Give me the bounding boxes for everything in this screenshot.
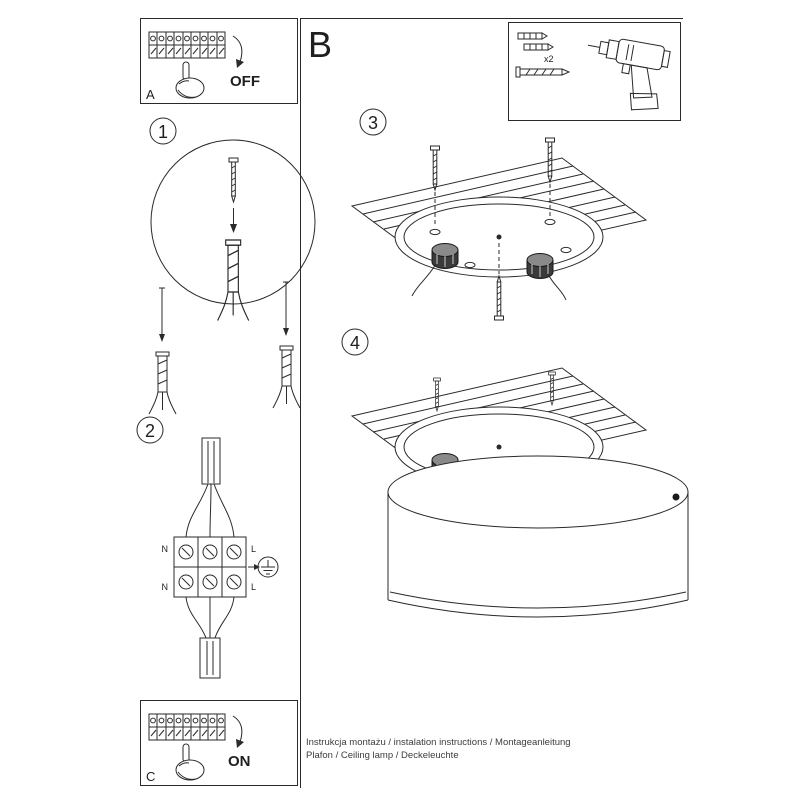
step-1: 1 — [148, 117, 316, 415]
step-3: 3 — [350, 108, 648, 321]
footer-line-1: Instrukcja montażu / instalation instruc… — [306, 737, 571, 748]
frame-lines — [140, 18, 683, 788]
step-3-badge — [359, 108, 387, 136]
earth-symbol-icon — [257, 556, 279, 578]
wire-label-n-bottom: N — [162, 582, 169, 592]
section-b-label: B — [308, 24, 332, 65]
wall-plug-icon — [517, 32, 554, 51]
step-1-number: 1 — [158, 122, 168, 142]
step-4-badge — [341, 328, 369, 356]
step-2: 2 — [136, 416, 279, 679]
lamp-socket-icon — [526, 253, 554, 279]
anchor-detail-circle — [150, 139, 316, 322]
wire-label-l-top: L — [251, 544, 256, 554]
wire-label-n-top: N — [162, 544, 169, 554]
anchor-set-left — [148, 287, 177, 415]
step-2-number: 2 — [145, 421, 155, 441]
drum-shade — [387, 455, 689, 618]
panel-c-label: C — [146, 769, 155, 784]
footer-line-2: Plafon / Ceiling lamp / Deckeleuchte — [306, 750, 459, 761]
wiring-diagram — [173, 437, 279, 679]
screw-icon — [515, 66, 571, 78]
side-screw-dot — [672, 493, 680, 501]
flip-switch-arrow-icon — [232, 715, 245, 749]
panel-c-state-label: ON — [228, 753, 251, 770]
step-4-number: 4 — [350, 333, 360, 353]
wire-label-l-bottom: L — [251, 582, 256, 592]
step-4: 4 — [341, 328, 689, 618]
step-2-badge — [136, 416, 164, 444]
ceiling-plate-drawing — [350, 137, 648, 321]
panel-a-label: A — [146, 87, 155, 102]
footer: Instrukcja montażu / instalation instruc… — [306, 737, 571, 761]
step-3-number: 3 — [368, 113, 378, 133]
plate-with-shade-drawing — [350, 367, 689, 618]
anchor-set-right — [272, 281, 301, 409]
panel-a-power-off: OFF A — [146, 31, 260, 102]
hand-icon — [175, 61, 205, 99]
step-1-badge — [149, 117, 177, 145]
terminal-strip-icon — [148, 31, 226, 99]
flip-switch-arrow-icon — [232, 35, 245, 69]
panel-c-power-on: ON C — [146, 713, 251, 784]
tools-box: x2 — [508, 22, 681, 121]
terminal-strip-icon — [148, 713, 226, 781]
dowel-quantity-label: x2 — [544, 54, 554, 64]
panel-a-state-label: OFF — [230, 73, 260, 90]
drill-icon — [587, 38, 671, 111]
hand-icon — [175, 743, 205, 781]
